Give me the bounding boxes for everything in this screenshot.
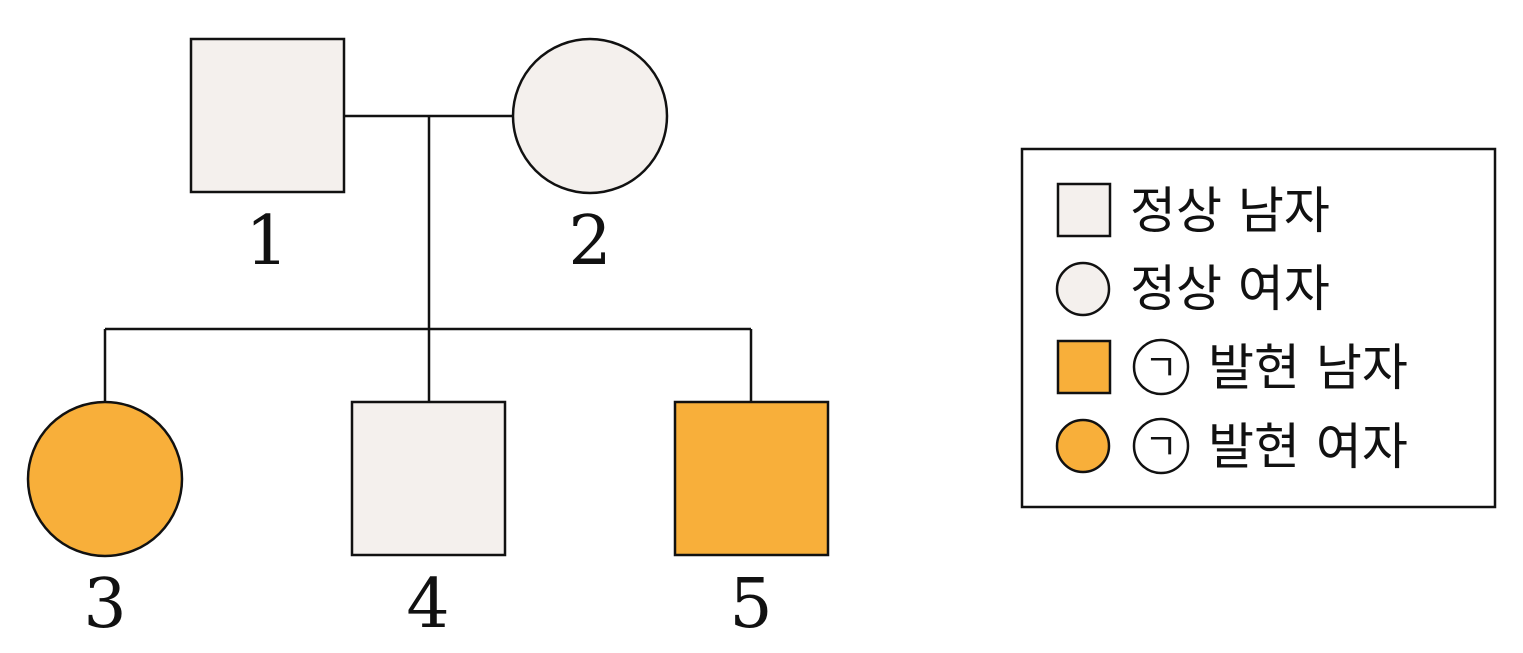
legend-circle-icon (1055, 261, 1111, 317)
individual-2: 2 (511, 37, 669, 281)
male-symbol-1 (189, 37, 346, 194)
legend-circle-icon (1055, 418, 1111, 474)
legend-item-affected-female: ㄱ 발현 여자 (1055, 417, 1408, 476)
legend: 정상 남자 정상 여자 ㄱ 발현 남자 ㄱ 발현 여자 (1020, 147, 1497, 509)
individual-label-3: 3 (83, 565, 126, 644)
male-symbol-5 (673, 400, 830, 557)
circled-marker-icon (1132, 417, 1190, 475)
legend-square-icon (1056, 182, 1112, 238)
legend-label: 정상 여자 (1130, 260, 1330, 318)
legend-label: 정상 남자 (1130, 182, 1330, 240)
male-symbol-4 (350, 400, 507, 557)
pedigree-lines (103, 114, 753, 402)
legend-square-icon (1056, 339, 1112, 395)
legend-label: 발현 여자 (1208, 418, 1408, 476)
individual-5: 5 (673, 400, 830, 644)
circled-marker-text: ㄱ (1144, 348, 1177, 389)
legend-item-normal-female: 정상 여자 (1055, 260, 1330, 318)
individual-label-1: 1 (245, 202, 288, 281)
legend-label: 발현 남자 (1208, 339, 1408, 397)
individual-3: 3 (26, 400, 184, 644)
female-symbol-3 (26, 400, 184, 558)
individual-4: 4 (350, 400, 507, 644)
circled-marker-text: ㄱ (1144, 427, 1177, 468)
individual-label-4: 4 (406, 565, 449, 644)
individual-label-2: 2 (568, 202, 611, 281)
circled-marker-icon (1132, 338, 1190, 396)
individual-1: 1 (189, 37, 346, 281)
female-symbol-2 (511, 37, 669, 195)
individual-label-5: 5 (729, 565, 772, 644)
legend-item-affected-male: ㄱ 발현 남자 (1056, 338, 1408, 397)
legend-item-normal-male: 정상 남자 (1056, 182, 1330, 240)
